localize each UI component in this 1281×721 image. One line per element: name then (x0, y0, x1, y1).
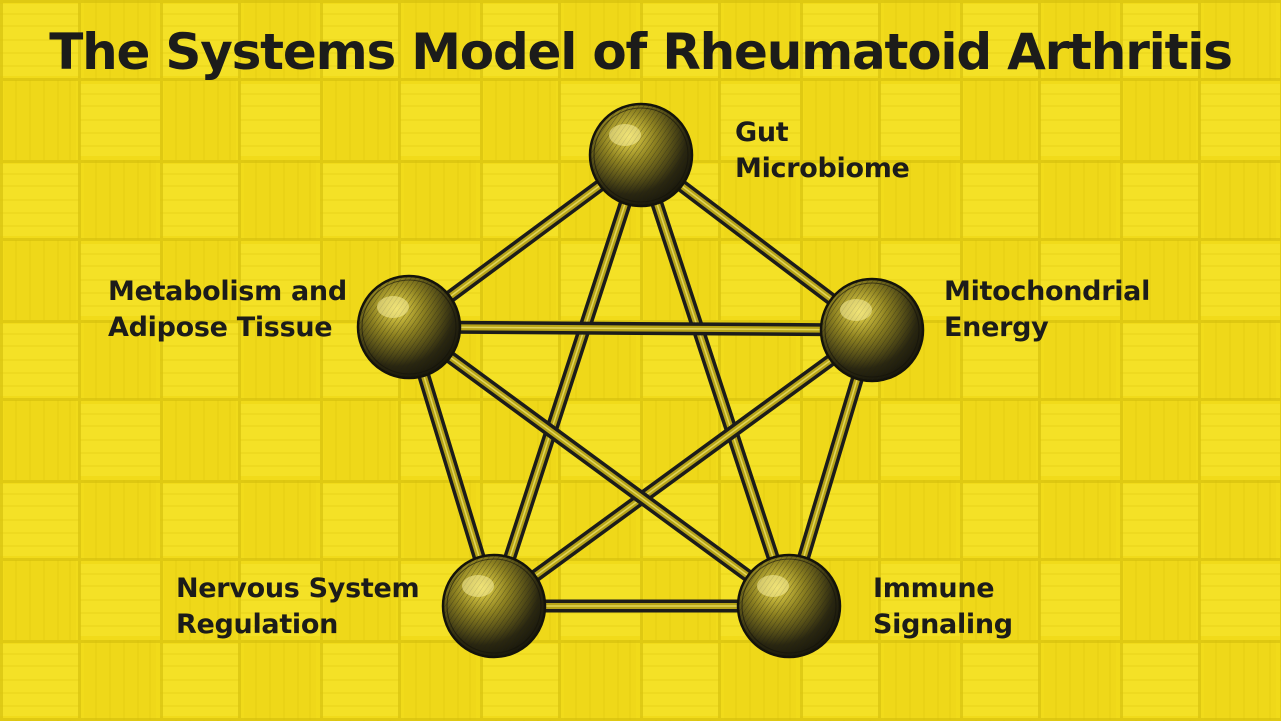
node-sphere-nerv (441, 553, 547, 659)
nodes-layer (356, 102, 925, 659)
edge-mito-meta (402, 320, 879, 337)
node-sphere-mito (819, 277, 925, 383)
diagram-title: The Systems Model of Rheumatoid Arthriti… (49, 23, 1233, 81)
node-sphere-meta (356, 274, 462, 380)
label-gut-line-2: Microbiome (735, 153, 910, 184)
label-immune-line-2: Signaling (873, 609, 1013, 640)
label-mitochondrial-energy: Mitochondrial Energy (944, 274, 1150, 346)
label-gut-microbiome: Gut Microbiome (735, 115, 910, 187)
label-nervous-system: Nervous System Regulation (176, 571, 420, 643)
edge-gut-immune (634, 148, 796, 613)
label-meta-line-2: Adipose Tissue (108, 312, 333, 343)
edges-layer (402, 148, 879, 613)
edge-meta-immune (402, 320, 796, 613)
edge-mito-nerv (487, 323, 879, 613)
label-metabolism-adipose: Metabolism and Adipose Tissue (108, 274, 347, 346)
edge-gut-nerv (487, 148, 648, 613)
label-mito-line-1: Mitochondrial (944, 276, 1151, 307)
node-sphere-immune (736, 553, 842, 659)
label-nerv-line-2: Regulation (176, 609, 339, 640)
label-meta-line-1: Metabolism and (108, 276, 347, 307)
label-gut-line-1: Gut (735, 117, 789, 148)
label-immune-signaling: Immune Signaling (873, 571, 1013, 643)
label-immune-line-1: Immune (873, 573, 995, 604)
label-nerv-line-1: Nervous System (176, 573, 420, 604)
node-sphere-gut (588, 102, 694, 208)
label-mito-line-2: Energy (944, 312, 1049, 343)
